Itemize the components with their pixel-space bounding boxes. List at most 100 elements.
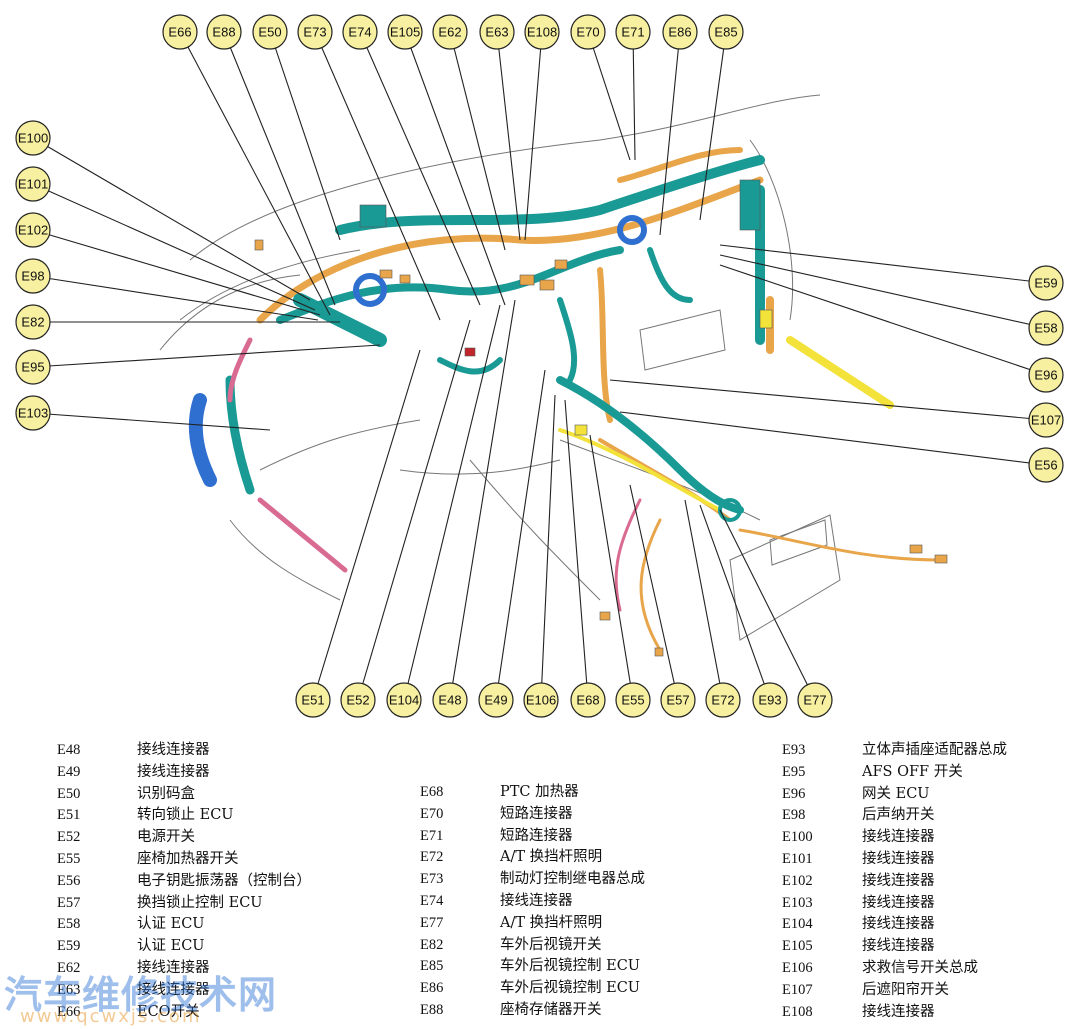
legend-code: E108 (782, 1003, 813, 1020)
legend-code: E101 (782, 850, 813, 867)
leader-line (359, 31, 481, 306)
callout-circle (15, 304, 51, 340)
legend-description: 认证 ECU (137, 916, 205, 933)
callout-circle (340, 682, 376, 718)
legend-code: E55 (57, 850, 81, 867)
connector-callout: E59 (1028, 265, 1064, 301)
callout-label: E106 (526, 693, 556, 708)
connector-callout: E96 (1028, 357, 1064, 393)
connector-callout: E68 (570, 682, 606, 718)
legend-description: 换挡锁止控制 ECU (137, 894, 263, 911)
leader-line (449, 31, 506, 251)
callout-circle (206, 14, 242, 50)
connector-callout: E95 (15, 349, 51, 385)
connector-callout: E62 (432, 14, 468, 50)
callout-label: E74 (348, 25, 371, 40)
callout-circle (1028, 402, 1064, 438)
callout-label: E85 (714, 25, 737, 40)
leader-line (496, 31, 521, 241)
leader-line (719, 244, 1047, 284)
callout-circle (615, 14, 651, 50)
legend-code: E107 (782, 981, 813, 998)
connector-callout: E49 (478, 682, 514, 718)
leader-line (719, 509, 816, 701)
callout-label: E101 (18, 177, 48, 192)
callout-label: E57 (666, 693, 689, 708)
leader-line (312, 349, 421, 701)
watermark: 汽车维修技术网 www.qcwxjs.com (0, 960, 300, 1029)
watermark-text: 汽车维修技术网 (4, 973, 278, 1017)
leader-line (540, 394, 556, 701)
connector-callout: E55 (615, 682, 651, 718)
callout-circle (752, 682, 788, 718)
legend-description: 后声纳开关 (862, 807, 935, 824)
connector-callout: E50 (252, 14, 288, 50)
callout-circle (797, 682, 833, 718)
callout-circle (1028, 310, 1064, 346)
callout-label: E73 (303, 25, 326, 40)
legend-description: 接线连接器 (137, 981, 210, 998)
callout-label: E48 (438, 693, 461, 708)
connector-callout: E74 (342, 14, 378, 50)
callout-label: E68 (576, 693, 599, 708)
callout-circle (295, 682, 331, 718)
leader-line (699, 504, 771, 701)
callout-label: E50 (258, 25, 281, 40)
legend-description: 后遮阳帘开关 (862, 981, 949, 998)
legend-description: PTC 加热器 (500, 784, 579, 800)
leader-line (314, 31, 441, 321)
callout-circle (387, 14, 423, 50)
legend-code: E51 (57, 807, 81, 824)
callout-label: E86 (668, 25, 691, 40)
leader-line (32, 229, 321, 316)
connector-callout: E104 (386, 682, 422, 718)
connector-callout: E51 (295, 682, 331, 718)
legend-code: E96 (782, 785, 806, 802)
legend-code: E98 (782, 807, 806, 824)
callout-circle (342, 14, 378, 50)
callout-label: E100 (18, 131, 48, 146)
leader-line (495, 369, 546, 701)
legend-description: 电子钥匙振荡器（控制台） (137, 872, 311, 889)
connector-callout: E48 (432, 682, 468, 718)
legend-code: E50 (57, 785, 81, 802)
connector-callout: E102 (15, 212, 51, 248)
legend-description: 车外后视镜控制 ECU (500, 980, 641, 997)
legend-code: E62 (57, 959, 81, 976)
leader-line (589, 434, 634, 701)
connector-callout: E71 (615, 14, 651, 50)
legend-description: 接线连接器 (862, 916, 935, 933)
callout-circle (15, 349, 51, 385)
legend-code: E74 (420, 892, 444, 909)
legend-code: E104 (782, 916, 813, 933)
leader-line (32, 275, 319, 321)
leader-line (403, 304, 501, 701)
leader-line (404, 31, 506, 306)
callout-label: E72 (711, 693, 734, 708)
callout-label: E51 (301, 693, 324, 708)
legend-description: 接线连接器 (862, 1003, 935, 1020)
callout-label: E77 (803, 693, 826, 708)
legend-description: 立体声插座适配器总成 (862, 742, 1007, 758)
callout-circle (1028, 447, 1064, 483)
leader-line (629, 484, 679, 701)
callout-label: E59 (1034, 276, 1057, 291)
callout-label: E95 (21, 360, 44, 375)
connector-callout: E85 (708, 14, 744, 50)
leader-line (684, 499, 724, 701)
